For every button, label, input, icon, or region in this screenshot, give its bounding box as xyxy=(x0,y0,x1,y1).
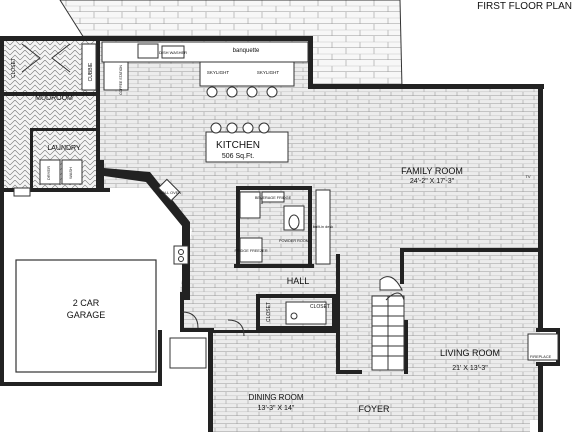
coffee-station xyxy=(103,61,129,91)
garage-label-line1: 2 CAR xyxy=(73,298,100,308)
island-stools xyxy=(210,122,270,134)
cubbie-unit xyxy=(81,43,97,91)
beverage-fridge-area xyxy=(239,191,261,219)
dishwasher-label: DISH WASHER xyxy=(159,50,187,55)
kitchen-counter-top xyxy=(101,41,309,63)
stools xyxy=(206,86,278,98)
burner-icon xyxy=(178,249,184,255)
fireplace xyxy=(527,333,559,361)
staircase xyxy=(371,276,405,371)
skylight-2-label: SKYLIGHT xyxy=(257,70,280,75)
skylight-1-label: SKYLIGHT xyxy=(207,70,230,75)
dining-room-label: DINING ROOM xyxy=(248,393,303,402)
kitchen-label: KITCHEN xyxy=(216,140,260,151)
toilet-icon xyxy=(288,214,300,230)
exterior-walls xyxy=(0,36,544,432)
beverage-fridge-label: BEVERAGE FRIDGE xyxy=(255,196,292,200)
sink-icon xyxy=(137,43,159,59)
kitchen-area-label: 506 Sq.Ft. xyxy=(222,153,254,160)
family-room-label: FAMILY ROOM xyxy=(401,166,463,176)
dining-room-size: 13'-3" X 14" xyxy=(258,405,295,412)
wall-oven-label: WALL OVEN xyxy=(159,191,181,195)
built-in-desk-label: built-in desk xyxy=(313,225,333,229)
wash-label: WASH xyxy=(68,167,73,179)
wall-oven xyxy=(157,178,181,202)
door-swings xyxy=(181,194,405,337)
closet-doors xyxy=(21,43,71,73)
dishwasher-icon xyxy=(161,45,185,59)
dryer-label: DRYER xyxy=(46,166,51,180)
built-in-desk xyxy=(315,189,331,265)
tv-label: TV xyxy=(525,174,530,179)
garage-label-line2: GARAGE xyxy=(67,310,106,320)
entry-landing xyxy=(169,337,207,369)
foyer-label: FOYER xyxy=(358,404,390,414)
fridge-freezer-label: FRIDGE FREEZER xyxy=(234,249,267,253)
cubbie-label: CUBBIE xyxy=(88,62,94,81)
garage-entry-steps xyxy=(13,187,31,197)
mudroom-label: MUDROOM xyxy=(35,95,73,102)
banquette-label: banquette xyxy=(233,48,260,54)
dryer-icon xyxy=(39,159,61,185)
plan-title: FIRST FLOOR PLAN xyxy=(477,1,572,12)
fireplace-label: FIREPLACE xyxy=(530,355,552,359)
fridge-freezer xyxy=(239,237,263,263)
laundry-label: LAUNDRY xyxy=(47,145,81,152)
closet-center-label: CLOSET xyxy=(266,302,272,322)
hall-label: HALL xyxy=(287,276,310,286)
living-room-label: LIVING ROOM xyxy=(440,348,500,358)
garage-door-outline xyxy=(15,259,157,373)
family-room-size: 24'-2" X 17'-3" xyxy=(410,178,455,185)
sink-icon xyxy=(290,312,298,320)
coffee-station-label: COFFEE STATION xyxy=(119,65,123,95)
living-room-size: 21' X 13'-3" xyxy=(452,365,488,372)
burner-icon xyxy=(178,256,184,262)
island-top xyxy=(199,61,295,87)
closet-right-label: CLOSET xyxy=(310,304,330,310)
closet-top-label: CLOSET xyxy=(11,58,17,78)
interior-walls xyxy=(0,40,560,374)
washer-icon xyxy=(61,159,83,185)
kitchen-island xyxy=(205,131,289,163)
powder-room-label: POWDER ROOM xyxy=(279,239,309,243)
